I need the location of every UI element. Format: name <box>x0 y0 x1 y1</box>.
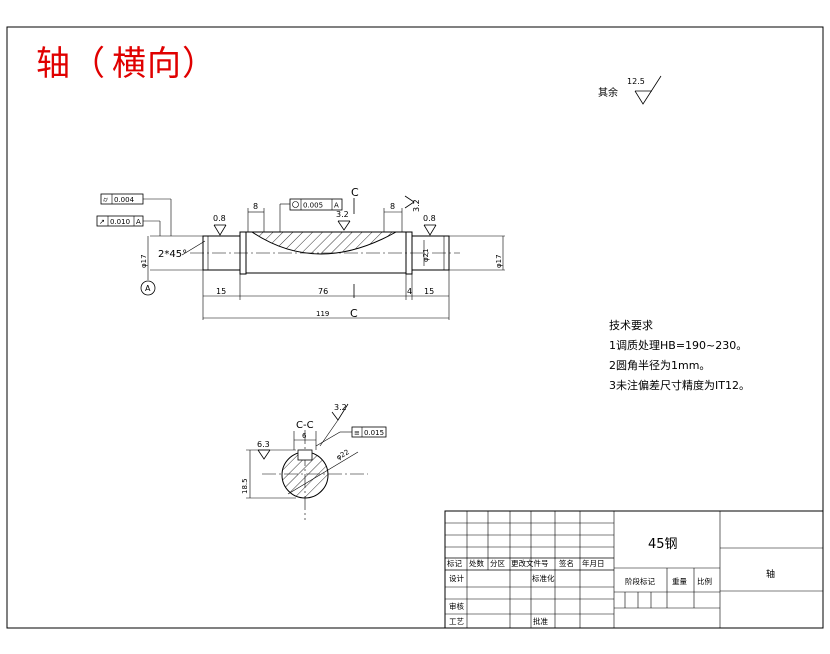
rev-header-sign: 签名 <box>559 558 574 568</box>
rev-header-docno: 更改文件号 <box>511 558 549 568</box>
datum-a: A <box>140 270 156 296</box>
cylindricity-frame: ⌭ 0.004 <box>100 193 172 236</box>
keyway-hatch <box>250 231 398 255</box>
len-total: 119 <box>316 310 329 318</box>
heading-part: 轴 <box>36 44 71 84</box>
rev-header-zone: 分区 <box>490 559 505 568</box>
tech-item-3: 3未注偏差尺寸精度为IT12。 <box>609 379 750 392</box>
heading-paren-open: （ <box>71 44 106 84</box>
len-right: 15 <box>424 287 434 296</box>
drawing-frame <box>6 26 824 629</box>
section-label: C-C <box>296 420 314 431</box>
keyway-side-roughness-value: 3.2 <box>412 199 421 212</box>
keyway-offset-right: 8 <box>390 202 395 211</box>
section-marker-bottom: C <box>350 307 358 320</box>
rest-finish-label: 其余 <box>598 88 618 99</box>
rest-roughness-value: 12.5 <box>627 77 645 86</box>
right-journal <box>411 235 450 271</box>
left-journal-roughness-value: 0.8 <box>213 214 226 223</box>
key-width: 6 <box>302 432 307 440</box>
section-cc-view: C-C 6 ≡ 0.015 3.2 6.3 φ22 18.5 <box>241 403 387 520</box>
len-mid: 76 <box>318 287 328 296</box>
len-gap: 4 <box>407 287 412 296</box>
right-diameter-dim: φ17 <box>449 235 505 271</box>
section-dia: φ22 <box>335 448 351 462</box>
stage-mark-label: 阶段标记 <box>625 576 655 586</box>
section-symmetry-value: 0.015 <box>364 429 384 437</box>
datum-a-label: A <box>145 284 151 293</box>
review-label: 审核 <box>449 601 464 611</box>
approve-label: 批准 <box>533 616 548 626</box>
rest-roughness-symbol: 12.5 <box>627 75 662 105</box>
keyway-side-roughness: 3.2 <box>404 195 421 212</box>
section-left-roughness-value: 6.3 <box>257 440 270 449</box>
drawing-heading: 轴（横向） <box>36 36 217 85</box>
length-dims: 15 76 4 15 119 C <box>202 270 450 320</box>
keyway-roughness-value: 3.2 <box>336 210 349 219</box>
material-label: 45钢 <box>648 537 678 552</box>
weight-label: 重量 <box>672 577 687 586</box>
keyway-offset-left: 8 <box>253 202 258 211</box>
right-journal-roughness: 0.8 <box>423 214 437 236</box>
keyway-offset-dims: 8 8 <box>247 202 403 232</box>
left-journal-roughness: 0.8 <box>213 214 227 236</box>
keyway-roughness: 3.2 <box>336 210 351 231</box>
keyway-symmetry-frame: 0.005 A <box>279 198 343 232</box>
design-label: 设计 <box>449 573 464 583</box>
heading-paren-close: ） <box>182 44 217 84</box>
rev-header-count: 处数 <box>469 558 484 568</box>
tech-item-2: 2圆角半径为1mm。 <box>609 359 711 372</box>
right-journal-dia: φ17 <box>495 254 503 268</box>
runout-icon: ↗ <box>99 218 105 226</box>
left-diameter-dim: φ17 <box>140 235 203 271</box>
shaft-main-view <box>190 231 460 275</box>
tech-requirements: 技术要求 1调质处理HB=190~230。 2圆角半径为1mm。 3未注偏差尺寸… <box>609 316 750 396</box>
cylindricity-value: 0.004 <box>114 196 135 204</box>
process-label: 工艺 <box>449 617 464 626</box>
runout-value: 0.010 <box>110 218 130 226</box>
keyway-symmetry-datum: A <box>334 202 339 210</box>
mid-diameter: φ21 <box>422 248 430 262</box>
rev-header-mark: 标记 <box>447 558 462 568</box>
tech-item-1: 1调质处理HB=190~230。 <box>609 339 748 352</box>
tech-heading: 技术要求 <box>609 319 653 332</box>
section-depth: 18.5 <box>241 478 249 494</box>
scale-label: 比例 <box>697 576 712 586</box>
heading-orientation: 横向 <box>112 44 182 84</box>
right-journal-roughness-value: 0.8 <box>423 214 436 223</box>
section-symmetry-icon: ≡ <box>354 429 360 437</box>
runout-frame: ↗ 0.010 A <box>96 215 161 236</box>
part-name-label: 轴 <box>766 568 775 580</box>
len-left: 15 <box>216 287 226 296</box>
chamfer-note: 2*45° <box>158 249 187 260</box>
keyway-symmetry-value: 0.005 <box>303 202 323 210</box>
left-journal-dia: φ17 <box>140 254 148 268</box>
section-marker-top: C <box>351 186 359 199</box>
cylindricity-icon: ⌭ <box>103 196 108 204</box>
section-top-roughness-value: 3.2 <box>334 403 347 412</box>
symmetry-icon <box>292 201 299 208</box>
title-block: 标记 处数 分区 更改文件号 签名 年月日 设计 标准化 审核 工艺 批准 45… <box>444 510 824 629</box>
rev-header-date: 年月日 <box>582 558 605 568</box>
runout-datum: A <box>136 218 141 226</box>
standardize-label: 标准化 <box>532 573 555 583</box>
section-keyway <box>297 449 313 461</box>
